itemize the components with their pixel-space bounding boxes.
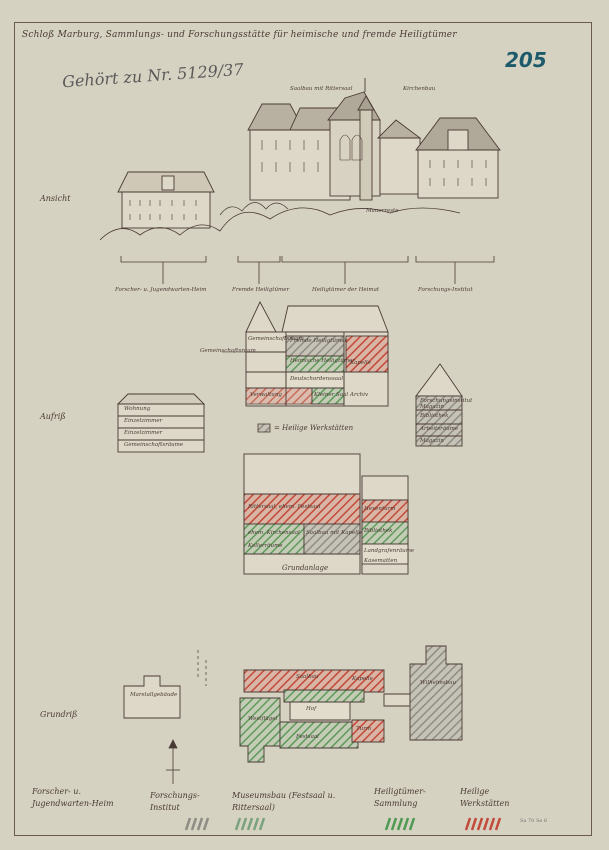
main-room-1: Gemeinschaftsraum	[248, 336, 304, 342]
tower-room-1: Forschungsinstitut	[420, 398, 473, 404]
sheet-number: 205	[505, 48, 547, 72]
elevation-main	[222, 300, 389, 407]
plan-label-6: Turm	[356, 726, 372, 732]
elevation-lower-block	[243, 453, 409, 575]
workshop-legend-label: = Heilige Werkstätten	[274, 424, 354, 432]
plan-label-4: Hof	[306, 706, 317, 712]
left-wing-room-4: Gemeinschaftsräume	[124, 442, 184, 448]
view-label-top-right: Kirchenbau	[403, 86, 436, 92]
lower-room-2: Hexenturm	[364, 506, 396, 512]
lower-room-8: Kasematten	[364, 558, 398, 564]
main-room-8: Verwaltung	[250, 392, 282, 398]
view-brackets	[120, 256, 495, 284]
lower-room-6: Kellerräume	[248, 543, 283, 549]
main-room-3: Heimische Heiligtümer	[290, 358, 355, 364]
section-label-view: Ansicht	[40, 194, 71, 203]
section-label-plan: Grundriß	[40, 710, 78, 719]
main-room-5: Kapelle	[350, 360, 371, 366]
lower-room-3: Bibliothek	[364, 528, 393, 534]
plan-label-5: Festsaal	[296, 734, 319, 740]
legend-label-2: Forschungs-Institut	[150, 791, 200, 812]
north-arrow	[166, 739, 180, 784]
plan-label-3: Westflügel	[248, 716, 278, 722]
plan-label-2: Kapelle	[352, 676, 373, 682]
legend-swatches	[184, 817, 502, 831]
legend-label-4: Heiligtümer-Sammlung	[374, 787, 426, 808]
legend-label-3: Museumsbau (Festsaal u. Rittersaal)	[232, 791, 336, 812]
archive-stamp: Sa 70 Se 6	[520, 818, 548, 824]
view-label-top-left: Saalbau mit Rittersaal	[290, 86, 353, 92]
tower-room-2: Magazin	[420, 404, 444, 410]
plan-left-label: Marstallgebäude	[130, 692, 178, 698]
bracket-label-3: Heiligtümer der Heimat	[312, 287, 380, 293]
tower-room-4: Arbeitsräume	[420, 426, 459, 432]
plan-left-building	[123, 675, 181, 719]
left-wing-room-2: Einzelzimmer	[124, 418, 163, 424]
section-label-elevation: Aufriß	[40, 412, 66, 421]
main-room-2: Fremde Heiligtümer	[290, 338, 348, 344]
tower-room-5: Magazin	[420, 438, 444, 444]
plan-label-1: Saalbau	[296, 674, 319, 680]
lower-caption: Grundanlage	[282, 564, 329, 572]
main-room-7: Kleiner Saal	[314, 392, 349, 398]
main-room-4: Deutschordenssaal	[290, 376, 344, 382]
lower-room-1: Rittersaal, ehem. Festsaal	[248, 504, 321, 510]
legend-label-5: Heilige Werkstätten	[460, 787, 510, 808]
border-frame	[14, 22, 592, 836]
tower-room-3: Bibliothek	[420, 413, 449, 419]
legend-label-1: Forscher- u. Jugendwarten-Heim	[32, 787, 114, 808]
document-title: Schloß Marburg, Sammlungs- und Forschung…	[22, 30, 457, 40]
bracket-label-1: Forscher- u. Jugendwarten-Heim	[115, 287, 207, 293]
castle-view	[99, 78, 501, 241]
bracket-label-4: Forschungs-Institut	[418, 287, 473, 293]
main-room-6: Archiv	[350, 392, 369, 398]
bracket-label-2: Fremde Heiligtümer	[232, 287, 290, 293]
elevation-tower	[415, 363, 463, 447]
plan-right-building	[409, 645, 463, 741]
left-wing-room-1: Wohnung	[124, 406, 151, 412]
lower-room-4: ehem. Kirchensaal	[248, 530, 300, 536]
lower-room-7: Landgrafenräume	[364, 548, 415, 554]
lower-room-5: Saalbau mit Kapelle	[306, 530, 363, 536]
workshop-legend-swatch	[257, 423, 271, 433]
plan-main	[239, 669, 411, 763]
plan-right-label: Wilhelmsbau	[420, 680, 457, 686]
left-wing-room-3: Einzelzimmer	[124, 430, 163, 436]
elevation-left-wing	[116, 393, 206, 453]
main-side-label: Gemeinschaftsraum	[200, 348, 256, 354]
